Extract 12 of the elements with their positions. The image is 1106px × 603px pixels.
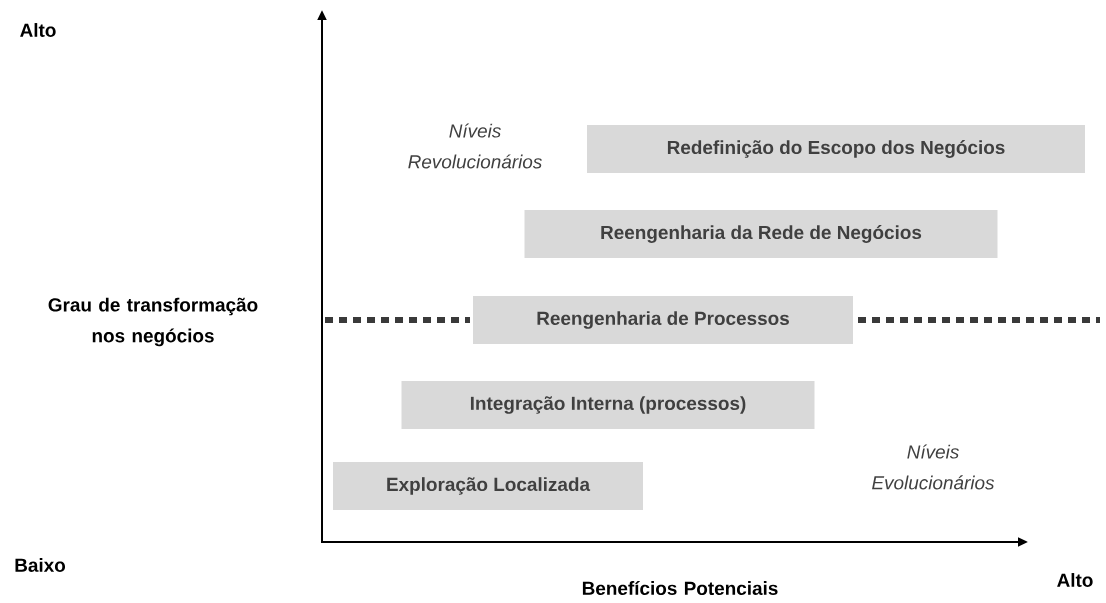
process-box: Redefinição do Escopo dos Negócios [587,125,1085,173]
axis-label: Benefícios Potenciais [582,580,778,596]
process-box: Reengenharia da Rede de Negócios [524,210,998,258]
axis-label: Alto [1057,573,1093,587]
axis-label: Grau de transformação nos negócios [48,297,258,347]
process-box: Integração Interna (processos) [401,381,815,429]
process-box: Exploração Localizada [333,462,643,510]
region-label: Níveis Evolucionários [872,444,995,490]
region-label: Níveis Revolucionários [408,123,542,169]
axis-label: Alto [20,23,56,37]
process-box: Reengenharia de Processos [473,296,853,344]
axis-label: Baixo [15,558,66,572]
